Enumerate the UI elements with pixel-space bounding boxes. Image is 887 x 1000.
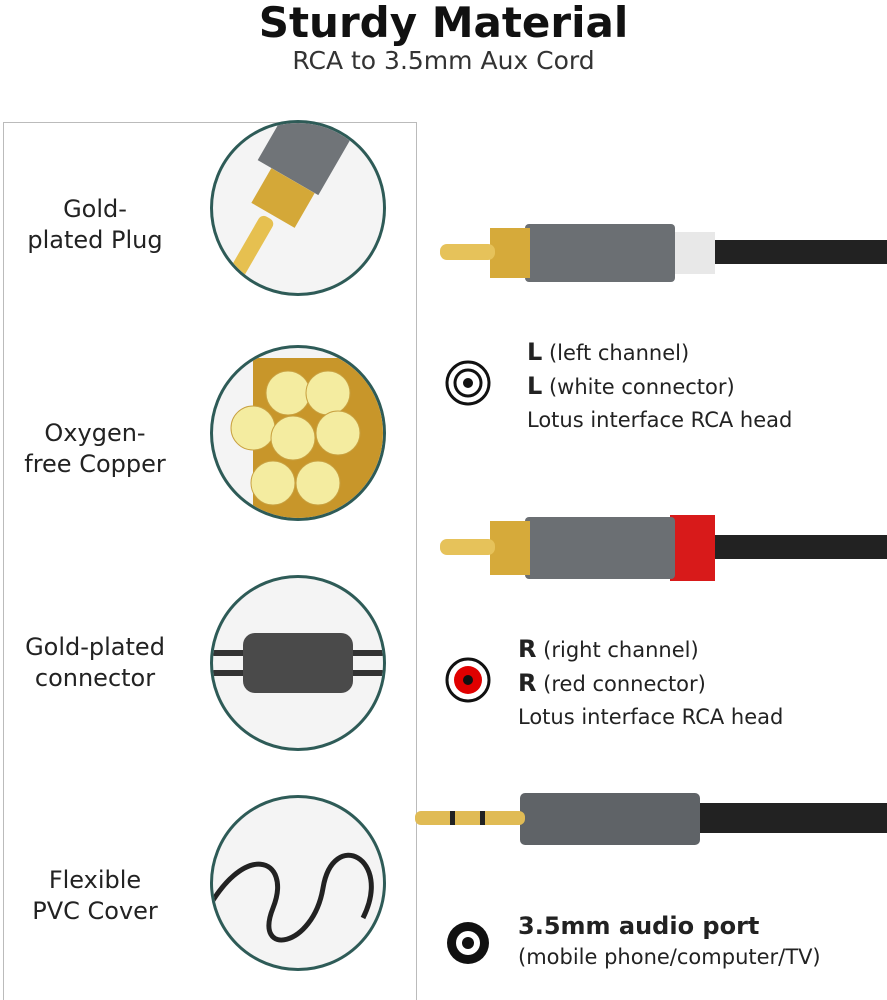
white-rca-cable <box>440 224 887 282</box>
right-channel-description: R (right channel) R (red connector) Lotu… <box>518 635 784 729</box>
aux-port-icon <box>447 922 489 964</box>
white-rca-port-icon <box>445 360 491 406</box>
title: Sturdy Material <box>258 0 629 47</box>
red-rca-port-icon <box>445 657 491 703</box>
pvc-cable-image <box>210 795 386 971</box>
feature-label-copper: Oxygen-free Copper <box>24 419 166 478</box>
subtitle: RCA to 3.5mm Aux Cord <box>292 46 595 75</box>
copper-wires-image <box>210 345 386 521</box>
features-panel <box>3 122 417 1000</box>
feature-label-gold-plug: Gold-plated Plug <box>27 195 163 254</box>
left-channel-description: L (left channel) L (white connector) Lot… <box>527 338 793 432</box>
connector-image <box>210 575 386 751</box>
aux-port-description: 3.5mm audio port (mobile phone/computer/… <box>518 912 821 969</box>
red-rca-cable <box>440 515 887 581</box>
gold-plug-image <box>210 120 386 296</box>
aux-cable <box>415 793 887 845</box>
